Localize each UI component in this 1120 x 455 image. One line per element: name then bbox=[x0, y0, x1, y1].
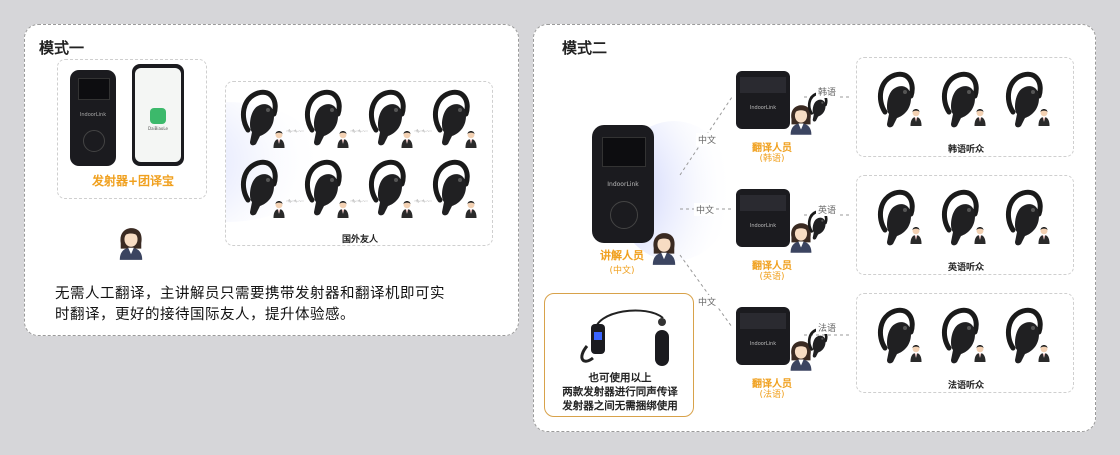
listener-group-box: 韩语听众 bbox=[856, 57, 1074, 157]
transmitter-brand: IndoorLink bbox=[79, 112, 107, 118]
speaker-avatar bbox=[650, 233, 678, 265]
translator-device-brand: IndoorLink bbox=[749, 105, 777, 111]
phone-app-name: DaiBiaoLe bbox=[147, 126, 168, 131]
translator-label: 翻译人员 bbox=[752, 143, 792, 154]
translator-device-screen bbox=[740, 313, 786, 329]
note-line3: 发射器之间无需捆绑使用 bbox=[562, 400, 678, 412]
speaker-sub: (中文) bbox=[609, 266, 635, 276]
translator-device: IndoorLink bbox=[736, 71, 790, 129]
listener-icon bbox=[973, 226, 987, 244]
listener-group-label: 法语听众 bbox=[947, 381, 984, 391]
mode1-panel: 模式一 IndoorLink DaiBiaoLe 发射器+团译宝 国外友人 无需… bbox=[24, 24, 519, 336]
listener-icon bbox=[272, 200, 286, 218]
mode1-description-line1: 无需人工翻译，主讲解员只需要携带发射器和翻译机即可实 bbox=[55, 286, 445, 302]
transmitter-device: IndoorLink bbox=[70, 70, 116, 166]
translator-channel-label: 法语 bbox=[816, 321, 839, 334]
listener-icon bbox=[400, 200, 414, 218]
translator-device-brand: IndoorLink bbox=[749, 223, 777, 229]
listener-group-box: 法语听众 bbox=[856, 293, 1074, 393]
channel-label-2: 中文 bbox=[694, 203, 717, 216]
listener-icon bbox=[464, 130, 478, 148]
listener-icon bbox=[1037, 226, 1051, 244]
translator-channel-label: 韩语 bbox=[816, 85, 839, 98]
main-transmitter-brand: IndoorLink bbox=[607, 181, 639, 188]
listener-group-box: 英语听众 bbox=[856, 175, 1074, 275]
mode2-panel: 模式二 IndoorLink 讲解人员 (中文) 中文 中文 中文 也可使用以上… bbox=[533, 24, 1096, 432]
translator-device-screen bbox=[740, 77, 786, 93]
listener-icon bbox=[909, 108, 923, 126]
lapel-mic-icon bbox=[580, 309, 669, 366]
listener-icon bbox=[1037, 108, 1051, 126]
translator-device-screen bbox=[740, 195, 786, 211]
translator-device: IndoorLink bbox=[736, 189, 790, 247]
note-box: 也可使用以上 两款发射器进行同声传译 发射器之间无需捆绑使用 bbox=[544, 293, 694, 417]
translator-device-brand: IndoorLink bbox=[749, 341, 777, 347]
note-line1: 也可使用以上 bbox=[588, 372, 652, 384]
listener-icon bbox=[909, 344, 923, 362]
phone-device: DaiBiaoLe bbox=[132, 64, 184, 166]
app-icon bbox=[150, 108, 166, 124]
translator-label: 翻译人员 bbox=[752, 379, 792, 390]
listener-icon bbox=[973, 344, 987, 362]
listener-group-label: 韩语听众 bbox=[947, 145, 984, 155]
mode2-title: 模式二 bbox=[562, 39, 608, 57]
mode1-listeners-label: 国外友人 bbox=[341, 235, 378, 245]
note-line2: 两款发射器进行同声传译 bbox=[562, 386, 678, 398]
channel-label-1: 中文 bbox=[696, 133, 719, 146]
mode1-description-line2: 时翻译，更好的接待国际友人，提升体验感。 bbox=[55, 307, 355, 323]
listener-icon bbox=[973, 108, 987, 126]
listener-icon bbox=[400, 130, 414, 148]
mode1-listeners-box: 国外友人 bbox=[225, 81, 493, 246]
translator-sub: (韩语) bbox=[759, 154, 785, 164]
presenter-avatar bbox=[117, 228, 145, 260]
transmitter-label: 发射器+团译宝 bbox=[91, 174, 175, 188]
main-transmitter-screen bbox=[602, 137, 646, 167]
channel-label-3: 中文 bbox=[696, 295, 719, 308]
listener-icon bbox=[909, 226, 923, 244]
transmitter-buttons bbox=[83, 130, 105, 152]
listener-icon bbox=[272, 130, 286, 148]
listener-icon bbox=[336, 130, 350, 148]
mode1-device-box: IndoorLink DaiBiaoLe 发射器+团译宝 bbox=[57, 59, 207, 199]
main-transmitter: IndoorLink bbox=[592, 125, 654, 243]
translator-sub: (法语) bbox=[759, 390, 785, 400]
listener-icon bbox=[336, 200, 350, 218]
translator-channel-label: 英语 bbox=[816, 203, 839, 216]
speaker-label: 讲解人员 bbox=[600, 249, 644, 262]
translator-sub: (英语) bbox=[759, 272, 785, 282]
mode1-title: 模式一 bbox=[39, 39, 85, 57]
main-transmitter-buttons bbox=[610, 201, 638, 229]
listener-icon bbox=[464, 200, 478, 218]
listener-group-label: 英语听众 bbox=[947, 263, 984, 273]
translator-label: 翻译人员 bbox=[752, 261, 792, 272]
transmitter-screen bbox=[78, 78, 110, 100]
translator-device: IndoorLink bbox=[736, 307, 790, 365]
listener-icon bbox=[1037, 344, 1051, 362]
